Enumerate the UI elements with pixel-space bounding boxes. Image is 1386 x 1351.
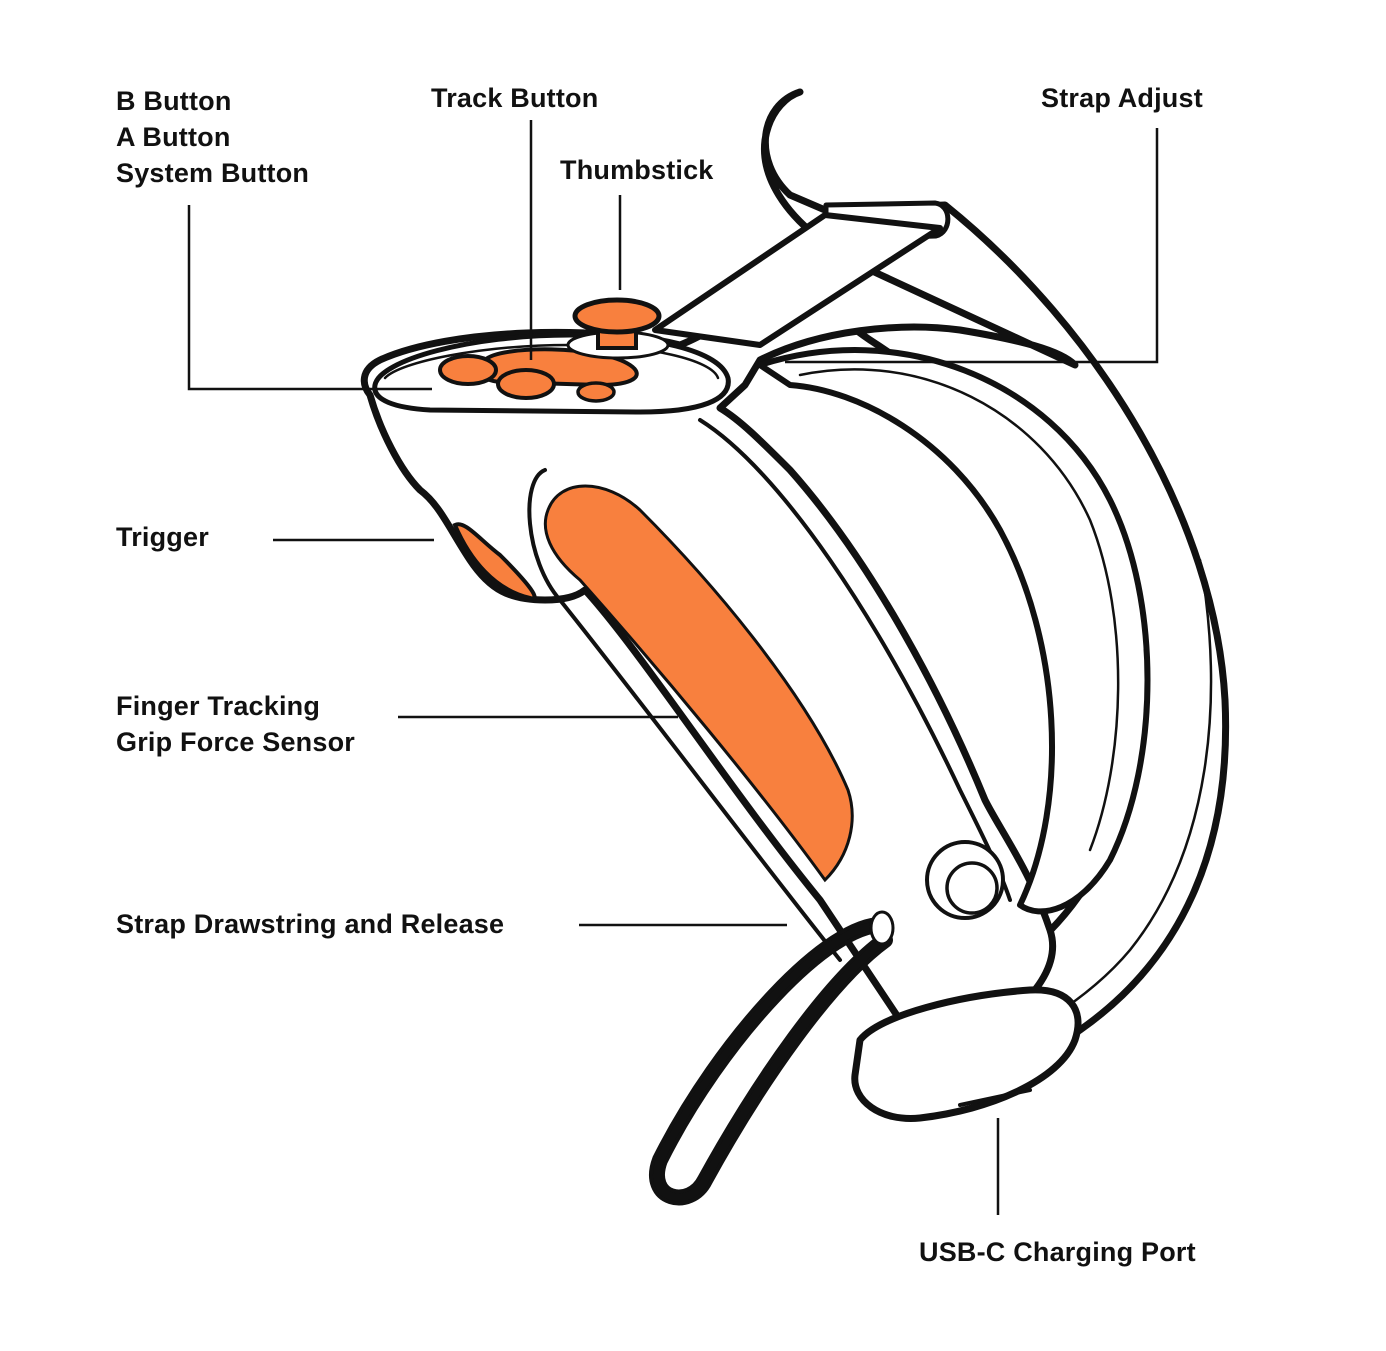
grip-contour [527,468,842,962]
a-button [496,368,556,400]
leader-b-a-system [187,205,432,391]
label-strap-drawstring: Strap Drawstring and Release [116,909,505,939]
trigger [452,522,537,601]
body-neck [652,212,943,348]
label-a-button: A Button [116,122,231,152]
label-b-button: B Button [116,86,232,116]
label-thumbstick: Thumbstick [560,155,714,185]
label-trigger: Trigger [116,522,209,552]
label-strap-adjust: Strap Adjust [1041,83,1203,113]
inner-strap-pad-line [798,368,1120,852]
release-knob-inner [945,861,999,915]
controller-base [851,986,1082,1122]
grip-force-sensor [543,484,854,883]
thumbstick-cap [572,297,662,335]
strap-drawstring-loop-fill [653,920,889,1202]
label-track-button: Track Button [431,83,599,113]
drawstring-eyelet [869,910,895,946]
leader-strap-adjust [785,128,1159,364]
label-grip-force-sensor: Grip Force Sensor [116,727,355,757]
label-system-button: System Button [116,158,310,188]
inner-strap-pad [757,347,1151,915]
usb-c-port [958,1088,1032,1107]
label-finger-tracking: Finger Tracking [116,691,321,721]
b-button [438,354,498,386]
label-usb-c-port: USB-C Charging Port [919,1237,1196,1267]
system-button [576,381,616,403]
